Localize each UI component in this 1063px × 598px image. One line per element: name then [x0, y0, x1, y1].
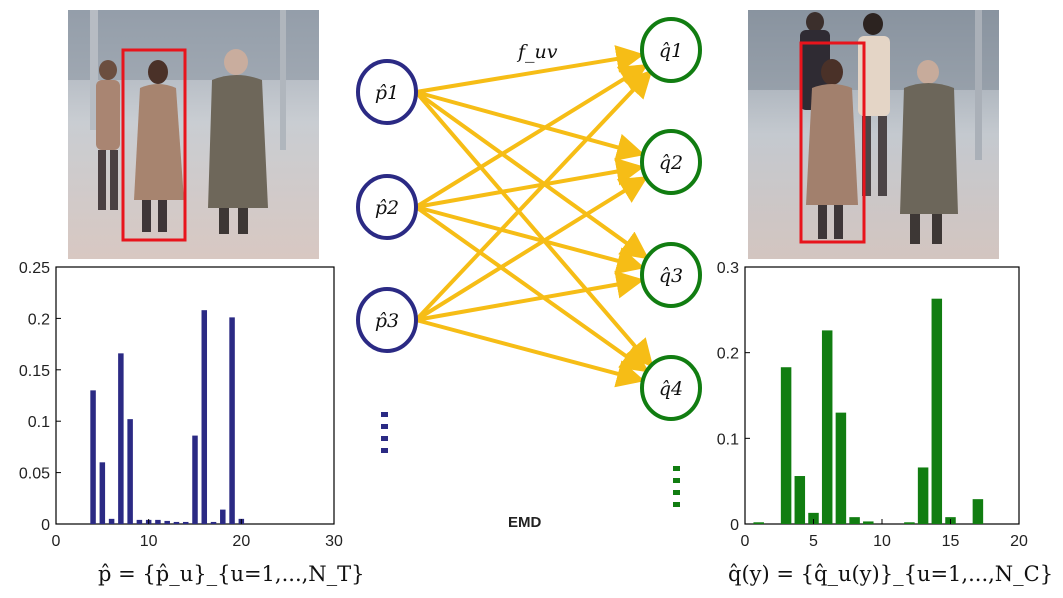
target-node-4: q̂4	[640, 355, 702, 421]
bar-14	[182, 521, 189, 524]
bar-17	[972, 499, 984, 524]
bar-7	[835, 412, 847, 524]
candidate-frame-photo	[748, 10, 999, 259]
target-node-label: q̂4	[659, 378, 683, 400]
bar-9	[136, 519, 143, 524]
bar-4	[90, 390, 96, 524]
bar-9	[863, 521, 874, 524]
source-node-label: p̂3	[375, 310, 399, 332]
x-tick-label: 20	[1010, 533, 1028, 550]
bar-11	[155, 519, 161, 524]
source-ellipsis	[381, 412, 388, 453]
x-tick-label: 10	[140, 533, 158, 550]
bar-5	[99, 462, 106, 524]
bar-13	[173, 521, 180, 524]
target-nodes: q̂1 q̂2 q̂3 q̂4	[640, 17, 702, 421]
template-histogram: 0 10 20 30 0 0.05 0.1 0.15 0.2 0.25	[19, 260, 343, 550]
flow-arrow-p1-q3	[414, 90, 650, 260]
source-nodes: p̂1 p̂2 p̂3	[356, 59, 418, 353]
x-tick-label: 0	[52, 533, 61, 550]
flow-arrow-p3-q1	[414, 69, 653, 322]
target-ellipsis	[673, 466, 680, 507]
bar-6	[108, 518, 115, 524]
flow-arrow-p1-q2	[415, 90, 645, 161]
source-node-label: p̂2	[375, 197, 399, 219]
target-node-label: q̂2	[659, 152, 683, 174]
source-node-1: p̂1	[356, 59, 418, 125]
x-tick-label: 30	[325, 533, 343, 550]
flow-arrow-p2-q3	[415, 205, 645, 275]
bar-12	[904, 522, 915, 524]
tracking-box	[121, 48, 187, 242]
target-node-label: q̂3	[659, 265, 683, 287]
y-tick-label: 0.2	[28, 311, 50, 328]
bar-16	[201, 310, 208, 524]
y-tick-label: 0.05	[19, 466, 50, 483]
y-tick-label: 0.3	[717, 260, 739, 277]
flow-arrow-p2-q1	[414, 64, 649, 209]
bar-12	[164, 520, 170, 524]
y-tick-label: 0	[730, 517, 739, 534]
source-node-label: p̂1	[375, 82, 399, 104]
bar-3	[780, 367, 792, 524]
flow-arrow-p3-q4	[415, 318, 645, 388]
bar-19	[229, 317, 235, 524]
source-node-2: p̂2	[356, 174, 418, 240]
flow-arrow-p1-q4	[414, 90, 654, 368]
flow-arrow-p3-q3	[415, 270, 645, 322]
flow-arrow-p2-q2	[415, 157, 645, 209]
x-tick-label: 0	[741, 533, 750, 550]
candidate-histogram: 0 5 10 15 20 0 0.1 0.2 0.3	[717, 260, 1028, 550]
template-formula: p̂ = {p̂_u}_{u=1,...,N_T}	[98, 562, 365, 586]
y-tick-label: 0.2	[717, 346, 739, 363]
bar-7	[118, 353, 124, 524]
bar-8	[849, 517, 860, 524]
bar-13	[917, 467, 929, 524]
flow-label: f_uv	[516, 41, 558, 63]
tracking-box	[799, 41, 866, 244]
bar-8	[127, 419, 133, 524]
bar-5	[808, 512, 819, 524]
bar-15	[192, 435, 198, 524]
y-tick-label: 0.15	[19, 363, 50, 380]
y-tick-label: 0.1	[717, 431, 739, 448]
emd-label: EMD	[508, 514, 542, 531]
bar-17	[210, 521, 217, 524]
x-tick-label: 5	[809, 533, 818, 550]
bar-14	[931, 298, 943, 524]
candidate-formula: q̂(y) = {q̂_u(y)}_{u=1,...,N_C}	[728, 562, 1053, 586]
x-tick-label: 10	[873, 533, 891, 550]
x-tick-label: 20	[232, 533, 250, 550]
bar-6	[821, 330, 833, 524]
bar-4	[794, 476, 806, 524]
flow-arrows	[414, 45, 654, 388]
y-tick-label: 0.25	[19, 260, 50, 277]
bar-1	[753, 522, 764, 524]
target-node-3: q̂3	[640, 242, 702, 308]
flow-arrow-p2-q4	[414, 205, 649, 373]
bar-18	[220, 509, 226, 524]
x-tick-label: 15	[942, 533, 960, 550]
y-tick-label: 0.1	[28, 414, 50, 431]
target-node-1: q̂1	[640, 17, 702, 83]
source-node-3: p̂3	[356, 287, 418, 353]
target-node-2: q̂2	[640, 129, 702, 195]
flow-arrow-p3-q2	[414, 176, 649, 322]
target-node-label: q̂1	[659, 40, 683, 62]
flow-arrow-p1-q1	[415, 45, 645, 94]
y-tick-label: 0	[41, 517, 50, 534]
template-frame-photo	[68, 10, 319, 259]
